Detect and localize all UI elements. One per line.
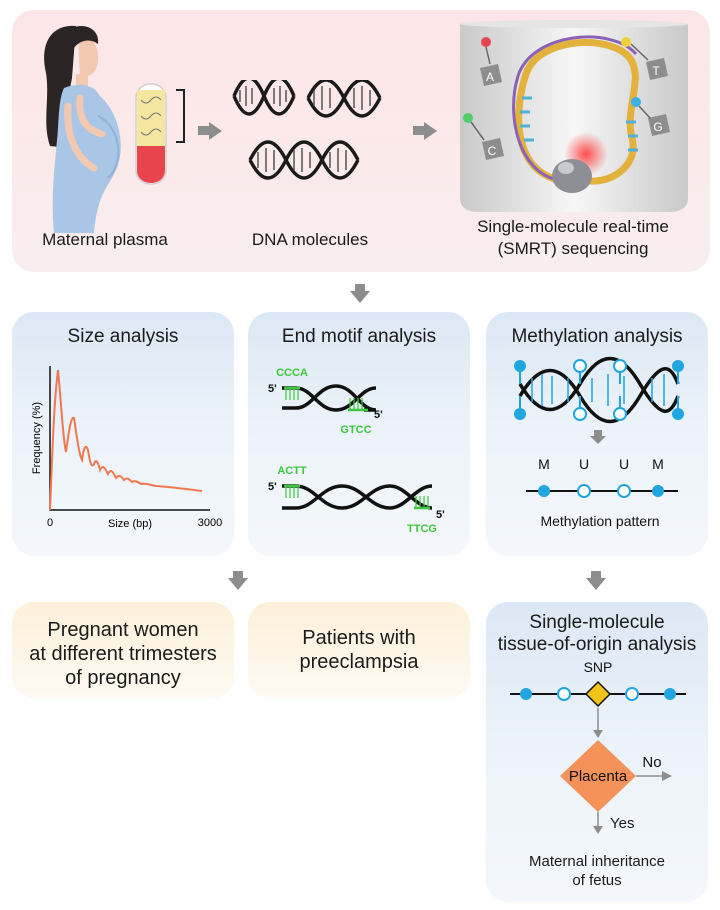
preeclampsia-panel — [248, 602, 470, 698]
x-tick-0: 0 — [47, 517, 53, 529]
pregnant-line3: of pregnancy — [65, 667, 181, 689]
size-analysis-panel — [12, 312, 234, 556]
state-u: U — [619, 456, 629, 472]
tissue-title-line2: tissue-of-origin analysis — [497, 634, 697, 655]
state-u: U — [579, 456, 589, 472]
base-g-label: G — [653, 120, 662, 134]
pregnant-line2: at different trimesters — [29, 643, 217, 665]
end-motif-title: End motif analysis — [281, 326, 437, 347]
dna-molecules-illustration — [232, 80, 382, 180]
arrow-down-icon — [593, 826, 603, 834]
tissue-title-line1: Single-molecule — [529, 612, 665, 633]
base-c-label: C — [488, 144, 497, 158]
methylation-title: Methylation analysis — [511, 326, 683, 347]
x-axis-label: Size (bp) — [108, 518, 152, 530]
motif-actt: ACTT — [277, 465, 307, 477]
x-tick-3000: 3000 — [198, 517, 222, 529]
preeclampsia-line2: preeclampsia — [299, 651, 419, 673]
base-a-label: A — [486, 70, 494, 84]
maternal-plasma-label: Maternal plasma — [42, 230, 168, 249]
preeclampsia-line1: Patients with — [302, 627, 416, 649]
snp-diamond — [584, 680, 612, 708]
placenta-diamond — [560, 740, 636, 812]
plasma-tube-icon — [135, 83, 185, 185]
base-t-label: T — [652, 64, 660, 78]
arrow-stem — [355, 284, 365, 292]
five-prime-label: 5' — [268, 481, 277, 493]
motif-ttcg: TTCG — [407, 523, 437, 535]
motif-gtcc: GTCC — [340, 424, 371, 436]
arrow-stem — [233, 571, 243, 579]
arrow-down-icon — [228, 578, 248, 590]
pregnant-line1: Pregnant women — [47, 619, 199, 641]
no-label: No — [642, 754, 661, 771]
arrow-down-icon — [586, 578, 606, 590]
smrt-label-line1: Single-molecule real-time — [477, 217, 669, 236]
tissue-origin-flow: SNP Placenta No — [510, 659, 686, 826]
arrow-right-icon — [424, 122, 437, 140]
arrow-stem — [198, 126, 210, 135]
arrow-right-icon — [209, 122, 222, 140]
placenta-label: Placenta — [569, 768, 628, 785]
result-line2: of fetus — [572, 872, 622, 889]
end-motif-panel — [248, 312, 470, 556]
pregnant-woman-illustration — [44, 25, 121, 233]
yes-label: Yes — [610, 815, 635, 832]
size-analysis-title: Size analysis — [67, 326, 179, 347]
arrow-stem — [591, 571, 601, 579]
smrt-label-line2: (SMRT) sequencing — [497, 239, 649, 258]
pregnant-women-panel — [12, 602, 234, 698]
state-m: M — [538, 456, 550, 472]
y-axis-label: Frequency (%) — [31, 402, 43, 474]
dna-molecules-label: DNA molecules — [251, 230, 369, 249]
motif-ccca: CCCA — [276, 367, 308, 379]
arrow-stem — [413, 126, 425, 135]
five-prime-label: 5' — [374, 409, 383, 421]
size-curve — [49, 369, 203, 511]
end-motif-illustration: CCCA GTCC ACTT TTCG 5' 5' 5' 5' — [268, 367, 445, 535]
methylation-illustration: M U U M Methylation pattern — [514, 356, 684, 529]
size-distribution-chart: Frequency (%) 0 3000 Size (bp) — [31, 366, 222, 530]
methylation-pattern-label: Methylation pattern — [540, 513, 659, 529]
snp-label: SNP — [584, 659, 613, 675]
arrow-down-icon — [350, 291, 370, 303]
result-line1: Maternal inheritance — [529, 853, 665, 870]
smrt-sequencing-illustration: A T C G — [460, 20, 688, 212]
five-prime-label: 5' — [268, 383, 277, 395]
state-m: M — [652, 456, 664, 472]
five-prime-label: 5' — [436, 509, 445, 521]
